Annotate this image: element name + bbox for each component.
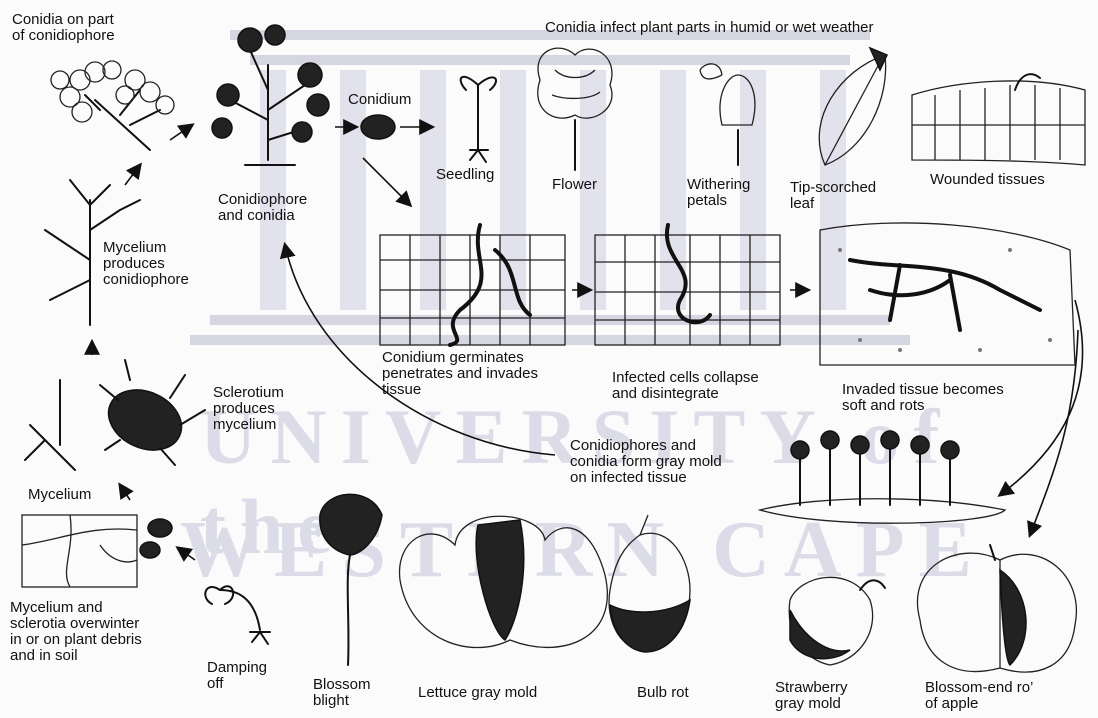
label-withering: Withering petals: [687, 177, 750, 209]
bulb-drawing: [609, 515, 690, 652]
gray-mold-drawing: [760, 431, 1005, 523]
lettuce-drawing: [400, 516, 608, 647]
label-blossom-blight: Blossom blight: [313, 677, 371, 709]
label-seedling: Seedling: [436, 167, 494, 183]
conidium-drawing: [361, 115, 395, 139]
apple-drawing: [917, 545, 1076, 672]
flower-drawing: [538, 48, 612, 170]
conidiophore-tree-drawing: [212, 25, 329, 165]
label-conidium: Conidium: [348, 92, 411, 108]
label-wounded: Wounded tissues: [930, 172, 1045, 188]
damping-off-drawing: [205, 586, 270, 644]
label-tip-leaf: Tip-scorched leaf: [790, 180, 876, 212]
label-conidia-part: Conidia on part of conidiophore: [12, 12, 115, 44]
label-sclerotium: Sclerotium produces mycelium: [213, 385, 284, 433]
conidia-cluster-drawing: [51, 61, 174, 150]
label-flower: Flower: [552, 177, 597, 193]
label-infect: Conidia infect plant parts in humid or w…: [545, 20, 874, 36]
collapsing-tissue-drawing: [595, 225, 780, 345]
sclerotium-drawing: [99, 360, 205, 465]
strawberry-drawing: [789, 577, 885, 665]
label-invaded: Invaded tissue becomes soft and rots: [842, 382, 1004, 414]
label-overwinter: Mycelium and sclerotia overwinter in or …: [10, 600, 142, 664]
label-conidiophore-conidia: Conidiophore and conidia: [218, 192, 307, 224]
label-bulb: Bulb rot: [637, 685, 689, 701]
mycelium-hyphae-drawing: [25, 380, 75, 470]
leaf-drawing: [819, 48, 887, 165]
label-collapse: Infected cells collapse and disintegrate: [612, 370, 759, 402]
label-damping: Damping off: [207, 660, 267, 692]
wounded-tissue-drawing: [912, 74, 1085, 165]
label-lettuce: Lettuce gray mold: [418, 685, 537, 701]
germinating-tissue-drawing: [380, 225, 565, 345]
label-gray-mold: Conidiophores and conidia form gray mold…: [570, 438, 722, 486]
withering-petals-drawing: [700, 64, 755, 165]
label-mycelium-produces: Mycelium produces conidiophore: [103, 240, 189, 288]
rotting-tissue-drawing: [820, 223, 1075, 365]
label-mycelium: Mycelium: [28, 487, 91, 503]
label-germinates: Conidium germinates penetrates and invad…: [382, 350, 538, 398]
label-apple: Blossom-end ro’ of apple: [925, 680, 1033, 712]
debris-drawing: [22, 515, 172, 587]
blossom-blight-drawing: [320, 494, 382, 665]
seedling-drawing: [461, 77, 496, 162]
label-strawberry: Strawberry gray mold: [775, 680, 848, 712]
